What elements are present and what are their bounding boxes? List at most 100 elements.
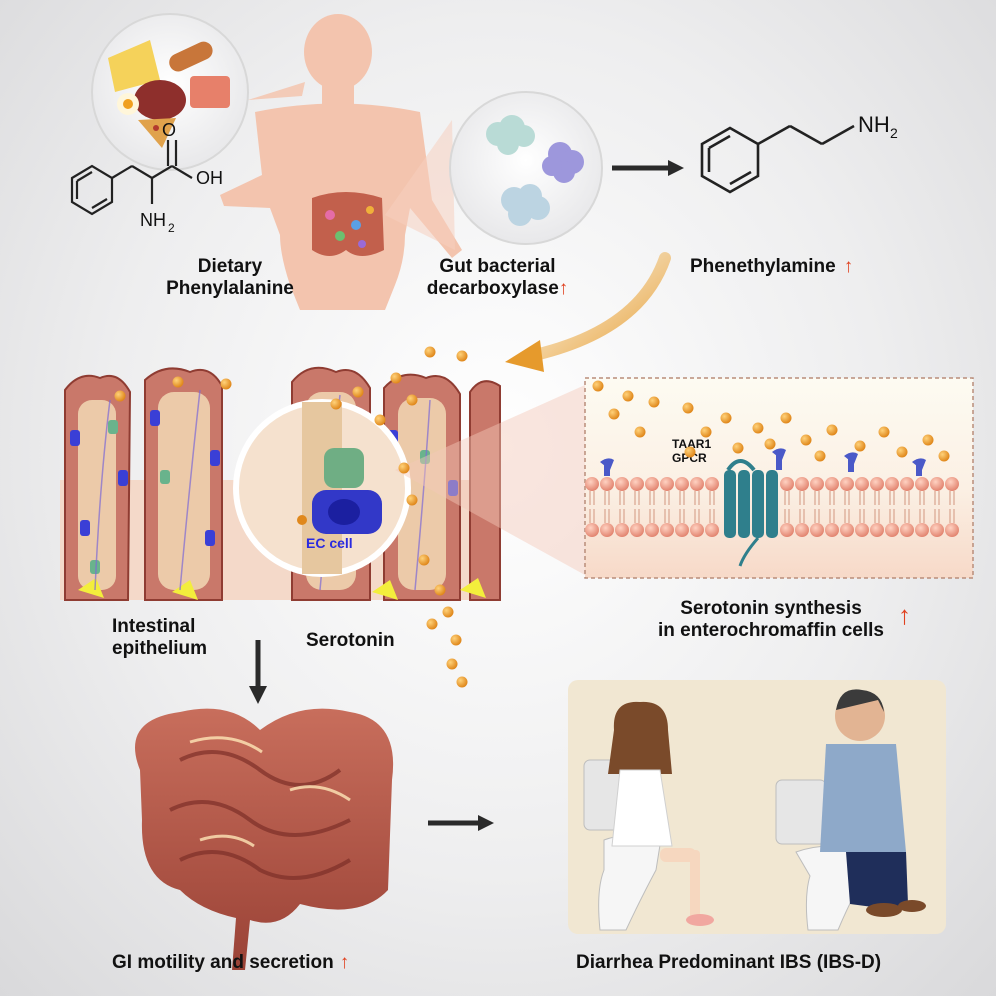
lipid-head [885, 477, 899, 491]
lipid-head [780, 523, 794, 537]
lipid-head [825, 523, 839, 537]
ibs-scene [568, 680, 946, 934]
lipid-head [945, 477, 959, 491]
amine-subscript-phe: 2 [168, 221, 175, 235]
receptor-dimers [600, 448, 926, 476]
serotonin-dot [390, 372, 402, 384]
dietary-line-1: Dietary [197, 256, 263, 277]
up-arrow-icon: ↑ [558, 278, 569, 299]
up-arrow-icon: ↑ [898, 600, 911, 630]
gi-tract [135, 708, 394, 970]
serotonin-dot [352, 386, 364, 398]
serotonin-dot [682, 402, 694, 414]
intestinal-line-1: Intestinal [112, 616, 196, 637]
lipid-head [600, 523, 614, 537]
lipid-head [585, 477, 599, 491]
lipid-head [930, 477, 944, 491]
amine-label-phe: NH [140, 210, 166, 230]
lipid-head [840, 523, 854, 537]
lipid-head [795, 477, 809, 491]
lipid-head [675, 477, 689, 491]
food-bubble [91, 13, 249, 171]
intake-wedge [248, 82, 305, 100]
serotonin-dot [634, 426, 646, 438]
serotonin-dot [426, 618, 438, 630]
ibs-label: Diarrhea Predominant IBS (IBS-D) [576, 952, 882, 973]
zoom-funnel [395, 385, 585, 575]
serotonin-dot [592, 380, 604, 392]
lipid-head [825, 477, 839, 491]
serotonin-dot [700, 426, 712, 438]
serotonin-dot [434, 584, 446, 596]
serotonin-dot [752, 422, 764, 434]
ec-cell-label: EC cell [306, 535, 353, 551]
lipid-head [585, 523, 599, 537]
arrow-down [249, 640, 267, 704]
lipid-head [615, 477, 629, 491]
gut-bacterial-line-2: decarboxylase [426, 278, 559, 299]
lipid-head [885, 523, 899, 537]
arrow-to-ibs [428, 815, 494, 831]
serotonin-dot [684, 446, 696, 458]
phenethylamine-label: Phenethylamine↑ [690, 256, 853, 278]
lipid-head [855, 523, 869, 537]
serotonin-dot [608, 408, 620, 420]
amine-subscript-pea: 2 [890, 125, 898, 141]
gut-bacterial-label: Gut bacterial decarboxylase↑ [410, 256, 585, 300]
serotonin-dot [172, 376, 184, 388]
serotonin-dot [114, 390, 126, 402]
phenethylamine-structure [700, 124, 855, 194]
intestinal-line-2: epithelium [112, 638, 208, 659]
lipid-head [930, 523, 944, 537]
synthesis-line-2: in enterochromaffin cells [658, 620, 884, 641]
serotonin-dot [450, 634, 462, 646]
lipid-head [840, 477, 854, 491]
serotonin-dot [418, 554, 430, 566]
serotonin-dot [878, 426, 890, 438]
gut-bacterial-line-1: Gut bacterial [439, 256, 556, 277]
lipid-head [690, 477, 704, 491]
lipid-head [630, 477, 644, 491]
synthesis-line-1: Serotonin synthesis [680, 598, 862, 619]
serotonin-synthesis-label: Serotonin synthesis in enterochromaffin … [636, 598, 906, 642]
lipid-head [900, 477, 914, 491]
lipid-head [810, 523, 824, 537]
serotonin-dot [398, 462, 410, 474]
lipid-head [645, 523, 659, 537]
lipid-head [915, 477, 929, 491]
lipid-head [630, 523, 644, 537]
serotonin-dot [800, 434, 812, 446]
serotonin-dot [780, 412, 792, 424]
serotonin-dot [456, 676, 468, 688]
lipid-head [945, 523, 959, 537]
serotonin-dot [220, 378, 232, 390]
serotonin-dot [622, 390, 634, 402]
serotonin-dot [330, 398, 342, 410]
serotonin-dot [446, 658, 458, 670]
serotonin-dot [442, 606, 454, 618]
lipid-head [675, 523, 689, 537]
lipid-head [645, 477, 659, 491]
serotonin-dot [854, 440, 866, 452]
lipid-head [915, 523, 929, 537]
serotonin-dot [406, 394, 418, 406]
lipid-head [705, 477, 719, 491]
serotonin-dot [814, 450, 826, 462]
serotonin-dot [456, 350, 468, 362]
intestine-small-icon [312, 192, 384, 256]
serotonin-dot [732, 442, 744, 454]
serotonin-dot [648, 396, 660, 408]
lipid-head [855, 477, 869, 491]
membrane-inset [584, 377, 974, 579]
lipid-head [810, 477, 824, 491]
arrow-to-phenethylamine [612, 160, 684, 176]
serotonin-dot [764, 438, 776, 450]
oxygen-label: O [162, 120, 176, 140]
intestinal-epithelium-label: Intestinal epithelium [112, 616, 207, 660]
serotonin-label: Serotonin [306, 630, 395, 651]
serotonin-dot [720, 412, 732, 424]
bacteria-bubble [385, 91, 603, 250]
serotonin-dot [406, 494, 418, 506]
